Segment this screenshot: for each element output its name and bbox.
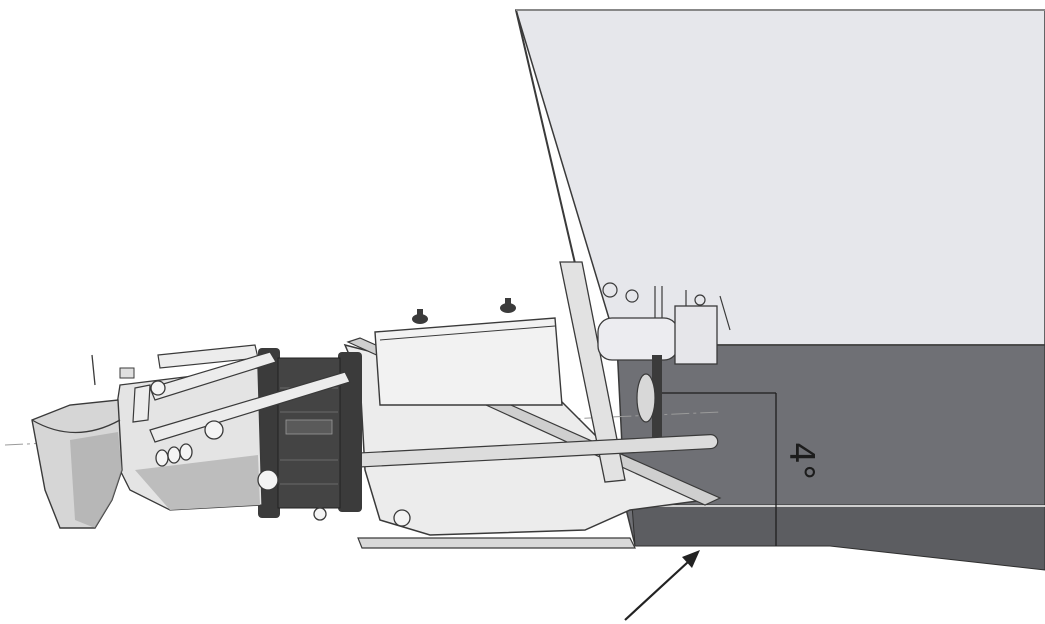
steering-arms — [132, 344, 351, 443]
upper-housing — [374, 317, 563, 406]
angle-dimension: 4° — [640, 392, 821, 546]
bucket-shade — [70, 432, 122, 528]
upper-bolts — [412, 298, 516, 324]
inboard-cylinder — [597, 317, 679, 361]
steering-shade — [135, 455, 260, 510]
arrow-pointer-icon — [624, 550, 700, 621]
linkage-rod — [652, 355, 662, 440]
hull-upper-side — [514, 9, 1045, 346]
linkage-disc — [636, 373, 656, 423]
waterjet-unit — [31, 261, 731, 549]
top-fittings — [602, 282, 731, 331]
slot-bolts — [155, 443, 193, 467]
angle-label: 4° — [781, 442, 821, 481]
pivot-bolts — [150, 380, 411, 527]
intake-bottom-plate — [357, 537, 636, 549]
bucket-rim — [31, 419, 121, 434]
transom-bracket — [559, 261, 626, 483]
pump-nameplate — [285, 419, 333, 435]
boat-hull — [514, 9, 1045, 571]
inboard-cap — [674, 305, 718, 365]
front-flange — [338, 352, 362, 512]
